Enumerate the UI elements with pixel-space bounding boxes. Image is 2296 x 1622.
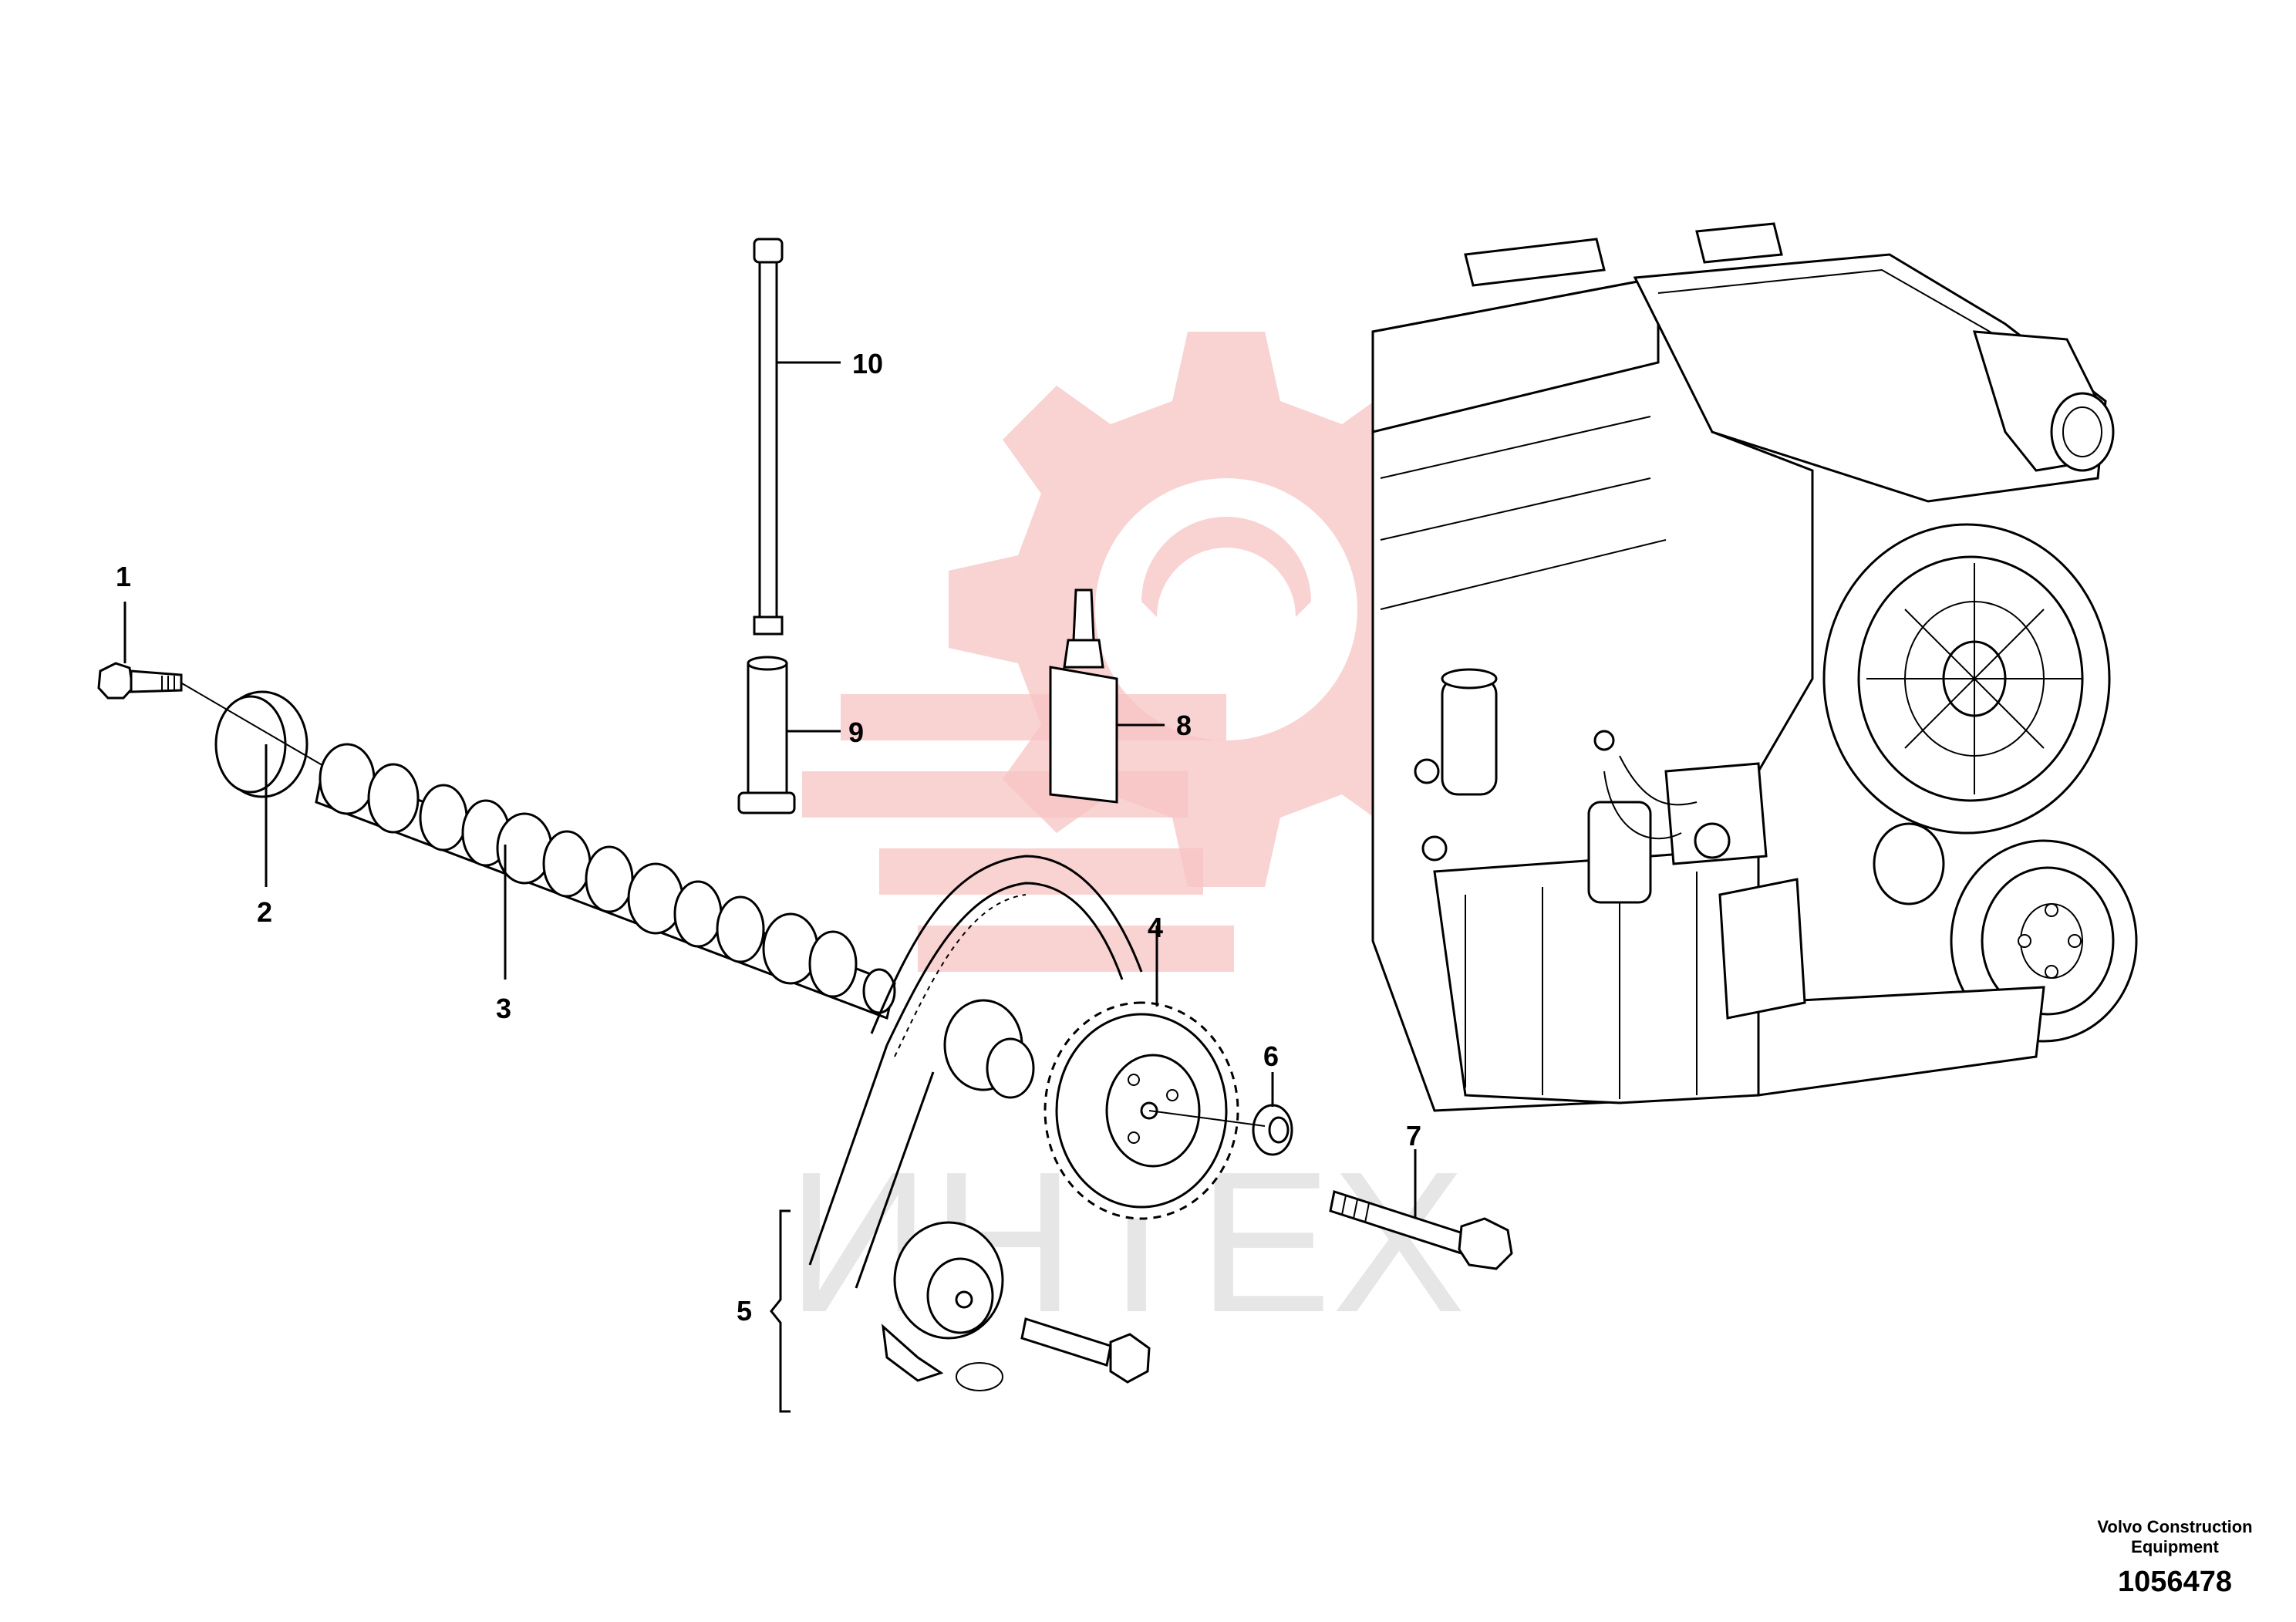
callout-1: 1 bbox=[116, 561, 131, 592]
part-timing-belt bbox=[808, 855, 1143, 1289]
footer-drawing-number: 1056478 bbox=[2118, 1566, 2232, 1598]
part-sealant-8 bbox=[1049, 588, 1118, 804]
callout-7: 7 bbox=[1406, 1120, 1421, 1152]
callout-5: 5 bbox=[737, 1295, 752, 1327]
callout-10: 10 bbox=[852, 348, 883, 379]
part-washer-2 bbox=[214, 690, 308, 798]
part-camshaft-3 bbox=[315, 743, 896, 1020]
part-bolt-1 bbox=[97, 662, 183, 700]
part-washer-6 bbox=[1252, 1104, 1293, 1156]
part-gear-4 bbox=[943, 999, 1239, 1220]
part-pushrod-10 bbox=[753, 238, 784, 636]
callout-2: 2 bbox=[257, 896, 272, 928]
callout-4: 4 bbox=[1148, 912, 1163, 943]
footer-brand-line1: Volvo Construction bbox=[2097, 1517, 2252, 1536]
engine-assembly bbox=[1371, 222, 2138, 1112]
callout-6: 6 bbox=[1263, 1040, 1279, 1072]
callout-3: 3 bbox=[496, 993, 511, 1024]
part-bolt-7 bbox=[1329, 1190, 1513, 1270]
callout-8: 8 bbox=[1176, 710, 1192, 741]
part-tensioner-5 bbox=[882, 1221, 1151, 1391]
part-tappet-9 bbox=[737, 656, 796, 814]
footer-brand-line2: Equipment bbox=[2131, 1537, 2219, 1556]
callout-9: 9 bbox=[848, 717, 864, 748]
